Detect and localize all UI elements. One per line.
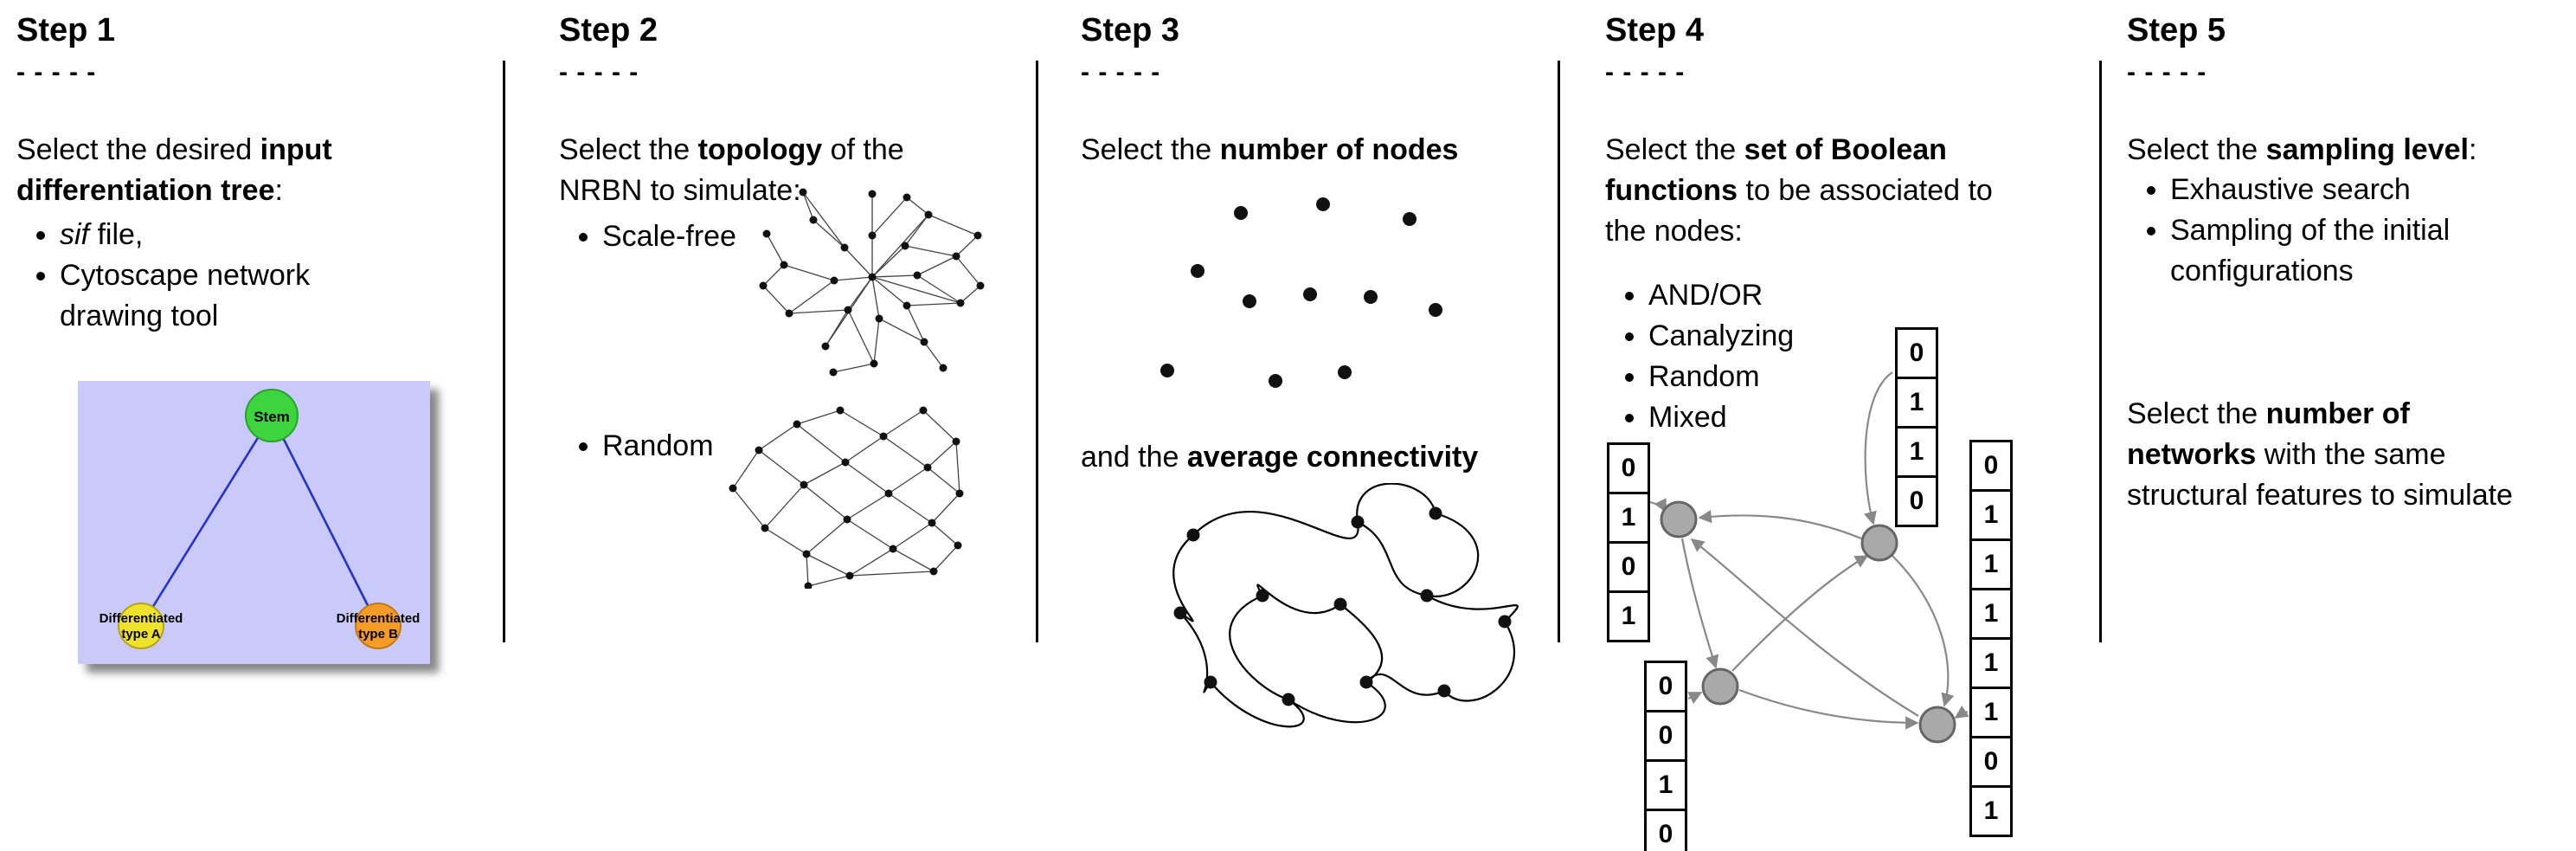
step4-dashes: - - - - -	[1605, 58, 1686, 87]
nodes-dots-figure	[1160, 197, 1442, 388]
arrow-node3-node4	[1738, 688, 1919, 730]
differentiation-tree-svg: Stem Differentiated type A Differentiate…	[78, 381, 430, 664]
list-item: sif file,	[60, 215, 371, 255]
list-item: Canalyzing	[1648, 316, 1995, 357]
arrow-node1-node3	[1680, 538, 1719, 669]
table-cell: 0	[1969, 440, 2013, 492]
arrow-node2-node4	[1892, 555, 1955, 707]
step1-title: Step 1	[16, 12, 116, 48]
arrow-bottomtable-node3	[1687, 692, 1703, 705]
step5-bullet-list: Exhaustive searchSampling of the initial…	[2130, 170, 2551, 292]
table-cell: 0	[1607, 442, 1650, 494]
list-item: Scale-free	[602, 216, 862, 257]
step5-para2: Select the number of networks with the s…	[2127, 397, 2513, 512]
type-b-node	[355, 603, 401, 649]
step3-column: Step 3 - - - - - Select the number of no…	[1081, 0, 1555, 851]
step3-dashes: - - - - -	[1081, 58, 1161, 87]
step2-dashes: - - - - -	[559, 58, 639, 87]
type-a-label-line2: type A	[121, 627, 160, 641]
arrow-node4-node1	[1690, 538, 1919, 717]
boolean-node-4	[1918, 706, 1956, 744]
differentiation-tree-figure: Stem Differentiated type A Differentiate…	[78, 381, 430, 664]
step2-title: Step 2	[559, 12, 658, 48]
step3-title: Step 3	[1081, 12, 1180, 48]
column-divider	[1036, 61, 1038, 642]
table-cell: 0	[1644, 661, 1687, 712]
step5-column: Step 5 - - - - - Select the sampling lev…	[2127, 0, 2573, 851]
step1-intro: Select the desired input differentiation…	[16, 133, 332, 207]
type-a-label-line1: Differentiated	[100, 611, 183, 626]
boolean-node-1	[1660, 500, 1698, 538]
table-cell: 1	[1895, 377, 1938, 429]
table-cell: 0	[1607, 541, 1650, 593]
table-cell: 0	[1644, 809, 1687, 851]
list-item: Sampling of the initial configurations	[2170, 210, 2551, 292]
column-divider	[503, 61, 505, 642]
step3-line1: Select the number of nodes	[1081, 133, 1459, 166]
table-cell: 1	[1607, 492, 1650, 544]
step4-title: Step 4	[1605, 12, 1705, 48]
boolean-node-2	[1860, 524, 1898, 562]
table-cell: 1	[1895, 426, 1938, 478]
step1-dashes: - - - - -	[16, 58, 97, 87]
table-cell: 1	[1969, 489, 2013, 541]
tree-edge-right	[270, 415, 380, 627]
step1-column: Step 1 - - - - - Select the desired inpu…	[16, 0, 501, 851]
table-cell: 1	[1607, 590, 1650, 642]
step5-dashes: - - - - -	[2127, 58, 2207, 87]
arrow-righttable-node4	[1954, 705, 1969, 719]
table-cell: 0	[1969, 736, 2013, 788]
list-item: Mixed	[1648, 397, 1995, 438]
type-b-label-line2: type B	[358, 627, 398, 641]
arrow-toptable-node2	[1863, 371, 1893, 525]
step4-intro: Select the set of Boolean functions to b…	[1605, 133, 1993, 248]
table-cell: 1	[1969, 687, 2013, 738]
table-cell: 1	[1969, 588, 2013, 640]
table-cell: 0	[1895, 475, 1938, 527]
boolean-node-3	[1701, 667, 1739, 706]
column-divider	[1558, 61, 1560, 642]
list-item: Random	[602, 426, 862, 467]
table-cell: 1	[1969, 785, 2013, 837]
arrow-node3-node2	[1731, 555, 1869, 672]
step2-column: Step 2 - - - - - Select the topology of …	[559, 0, 1033, 851]
step4-bullet-list: AND/ORCanalyzingRandomMixed	[1609, 275, 1995, 438]
table-cell: 0	[1895, 327, 1938, 379]
list-item: Random	[1648, 357, 1995, 397]
step1-bullet-list: sif file,Cytoscape network drawing tool	[20, 215, 371, 337]
column-divider	[2099, 61, 2102, 642]
table-cell: 0	[1644, 710, 1687, 762]
list-item: Exhaustive search	[2170, 170, 2551, 210]
scale-free-network-figure	[759, 188, 985, 377]
stem-label: Stem	[254, 409, 290, 425]
random-bullet: Random	[562, 426, 862, 467]
stem-node	[245, 389, 299, 442]
table-cell: 1	[1969, 538, 2013, 590]
boolean-network-arrows	[1649, 371, 1969, 744]
table-cell: 1	[1644, 759, 1687, 811]
step5-title: Step 5	[2127, 12, 2226, 48]
step5-line1: Select the sampling level:	[2127, 133, 2477, 166]
connectivity-tangle-figure	[1172, 483, 1519, 728]
table-cell: 1	[1969, 637, 2013, 689]
type-a-node	[118, 603, 164, 649]
arrow-node2-node1	[1698, 509, 1862, 540]
step4-column: Step 4 - - - - - Select the set of Boole…	[1605, 0, 2097, 851]
tree-edge-left	[139, 415, 273, 627]
step2-intro: Select the topology of the NRBN to simul…	[559, 133, 904, 207]
type-b-label-line1: Differentiated	[337, 611, 421, 626]
list-item: Cytoscape network drawing tool	[60, 255, 371, 337]
random-network-figure	[729, 406, 964, 589]
scale-free-bullet: Scale-free	[562, 216, 862, 257]
step3-line2: and the average connectivity	[1081, 441, 1479, 474]
list-item: AND/OR	[1648, 275, 1995, 316]
